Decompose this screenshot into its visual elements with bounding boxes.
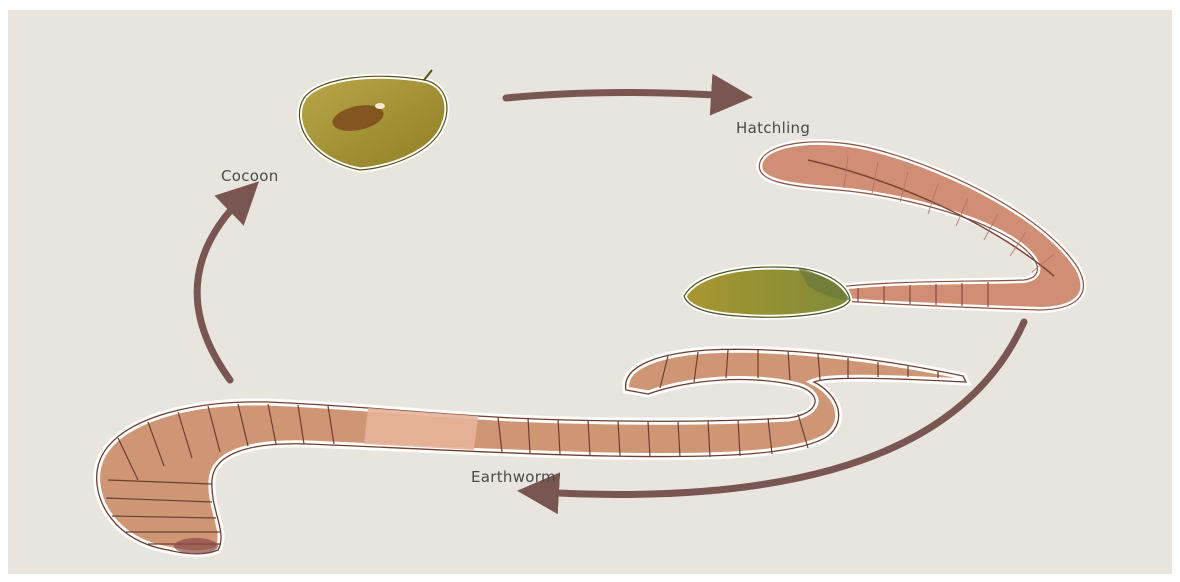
stage-label-cocoon: Cocoon <box>221 167 279 185</box>
diagram-panel: Cocoon Hatchling Earthworm <box>8 10 1172 574</box>
stage-label-earthworm: Earthworm <box>471 468 556 486</box>
diagram-canvas <box>8 10 1172 574</box>
hatched-cocoon-illustration <box>684 267 850 317</box>
stage-label-hatchling: Hatchling <box>736 119 810 137</box>
